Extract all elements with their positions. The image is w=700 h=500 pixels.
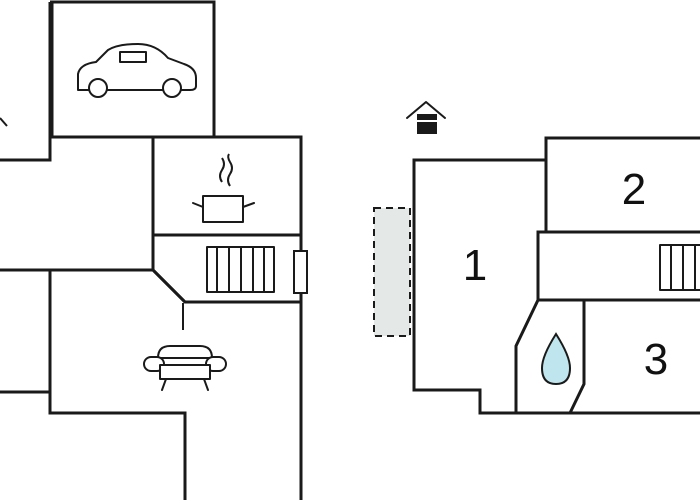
room-1-walls bbox=[412, 158, 548, 415]
bathroom-walls bbox=[516, 300, 700, 415]
car-icon bbox=[77, 43, 197, 98]
radiator-icon bbox=[206, 246, 275, 293]
right-floor bbox=[373, 136, 700, 415]
window bbox=[293, 250, 308, 294]
hall-walls bbox=[0, 135, 155, 272]
room-1-label: 1 bbox=[463, 241, 487, 290]
armchair-icon bbox=[143, 345, 227, 391]
left-floor bbox=[0, 0, 308, 500]
entrance-mark bbox=[0, 117, 8, 127]
room-2-label: 2 bbox=[622, 165, 646, 214]
terrace bbox=[373, 207, 411, 337]
living-room-walls bbox=[48, 268, 303, 500]
kitchen-walls bbox=[153, 135, 303, 237]
room-2-walls bbox=[544, 136, 700, 234]
cooking-pot-icon bbox=[192, 153, 255, 223]
radiator-icon-right bbox=[659, 244, 700, 291]
room-3-label: 3 bbox=[644, 335, 668, 384]
water-drop-icon bbox=[540, 332, 572, 386]
house-entrance-icon bbox=[406, 101, 446, 134]
